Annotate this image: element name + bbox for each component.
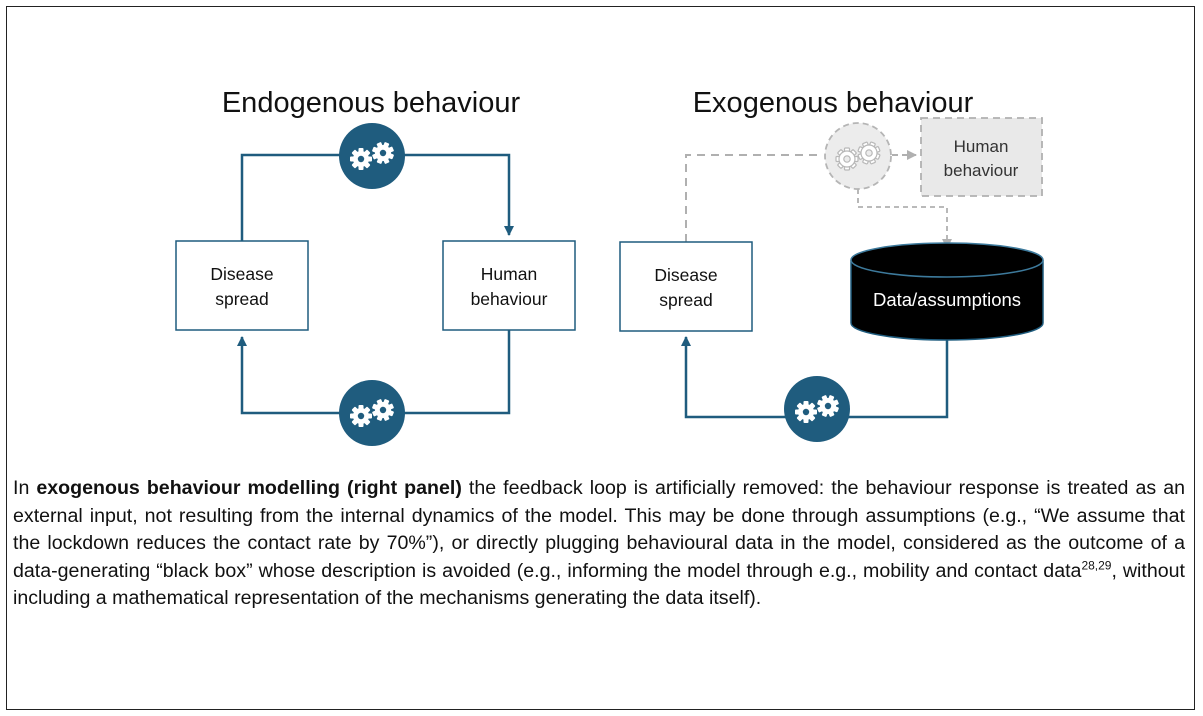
gears-icon (339, 123, 405, 189)
endogenous-human-box (442, 240, 576, 331)
gears-icon (339, 380, 405, 446)
endogenous-title: Endogenous behaviour (222, 87, 521, 119)
database-label: Data/assumptions (873, 289, 1021, 310)
figure-frame (6, 6, 1195, 710)
exogenous-disease-label-2: spread (659, 290, 713, 310)
exogenous-removed-drop (857, 189, 952, 249)
database-cylinder (850, 242, 1044, 341)
gears-icon (784, 376, 850, 442)
exogenous-disease-box (619, 241, 753, 332)
endogenous-disease-box (175, 240, 309, 331)
caption-lead: In (13, 477, 37, 499)
endogenous-disease-label-1: Disease (210, 264, 273, 284)
gears-icon (824, 122, 892, 190)
caption-citation: 28,29 (1081, 557, 1112, 572)
exogenous-removed-connector (685, 154, 823, 242)
exogenous-human-box (920, 117, 1043, 197)
exogenous-human-label-2: behaviour (944, 161, 1019, 180)
behaviour-diagram: Endogenous behaviour Disease spread Huma… (175, 87, 1044, 446)
exogenous-human-label-1: Human (954, 137, 1009, 156)
endogenous-human-label-2: behaviour (471, 289, 548, 309)
caption-bold: exogenous behaviour modelling (right pan… (36, 477, 462, 499)
caption-body: the feedback loop is artificially remove… (13, 477, 1185, 582)
caption-text: In exogenous behaviour modelling (right … (13, 475, 1185, 613)
exogenous-disease-label-1: Disease (654, 265, 717, 285)
endogenous-human-label-1: Human (481, 264, 537, 284)
endogenous-disease-label-2: spread (215, 289, 269, 309)
caption-end: , without including a mathematical repre… (13, 559, 1185, 610)
exogenous-title: Exogenous behaviour (693, 87, 974, 119)
